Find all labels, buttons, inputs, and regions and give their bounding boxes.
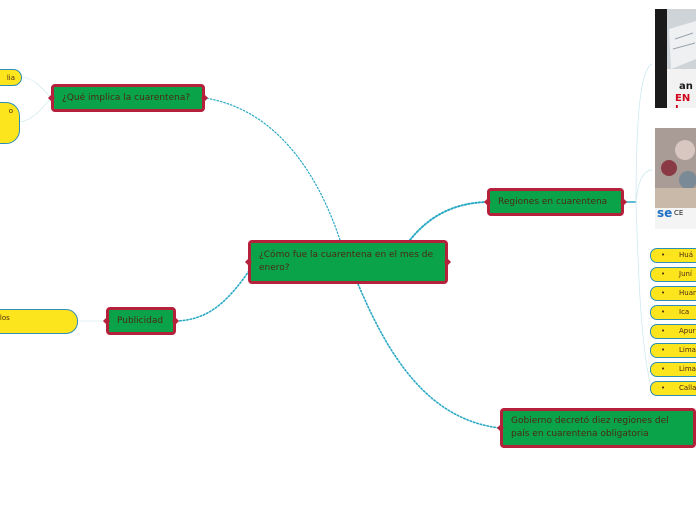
leaf-implica-1[interactable]: lia [0,69,22,86]
region-item[interactable]: • Lima [650,343,696,358]
link-hub-image1 [635,63,653,203]
bullet-icon: • [661,308,666,316]
leaf-implica-2-text: o [8,107,13,115]
topic-gobierno[interactable]: Gobierno decretó diez regiones del país … [496,408,696,448]
news-image-1-line2: EN I [675,93,691,108]
region-name: Ica [679,308,690,316]
region-item[interactable]: • Huá [650,248,696,263]
topic-gobierno-text: Gobierno decretó diez regiones del país … [511,416,669,439]
leaf-implica-1-text: lia [6,74,15,82]
topic-publicidad[interactable]: Publicidad [102,307,180,335]
news-image-2[interactable]: se CE [655,128,696,229]
bullet-icon: • [661,384,666,392]
region-item[interactable]: • Ica [650,305,696,320]
topic-implica[interactable]: ¿Qué implica la cuarentena? [47,84,209,112]
link-central-implica [204,97,341,241]
link-implica-leaf2 [19,97,52,123]
region-name: Huan [679,289,696,297]
region-item[interactable]: • Calla [650,381,696,396]
news-image-2-graphic [655,128,696,229]
region-item[interactable]: • Lima [650,362,696,377]
region-item[interactable]: • Apur [650,324,696,339]
topic-publicidad-text: Publicidad [117,315,164,326]
link-central-regiones [409,201,488,241]
topic-regiones[interactable]: Regiones en cuarentena [483,188,628,216]
bullet-icon: • [661,346,666,354]
region-name: Lima [679,365,696,373]
bullet-icon: • [661,289,666,297]
bullet-icon: • [661,251,666,259]
news-image-1-line1: an [679,81,693,92]
topic-implica-text: ¿Qué implica la cuarentena? [62,92,191,103]
news-image-2-tag: CE [674,209,684,217]
region-name: Huá [679,251,693,259]
link-implica-leaf1 [21,76,52,99]
leaf-implica-2[interactable]: o [0,102,20,144]
leaf-publicidad-1-text: tos los [0,314,10,322]
topic-regiones-text: Regiones en cuarentena [498,196,608,207]
news-image-2-logo: se [657,206,673,220]
region-name: Apur [679,327,696,335]
region-name: Juní [679,270,692,278]
central-topic-text: ¿Cómo fue la cuarentena en el mes de ene… [259,250,434,273]
region-item[interactable]: • Juní [650,267,696,282]
news-image-1-graphic [655,9,696,108]
link-hub-image2 [635,169,653,203]
region-name: Lima [679,346,696,354]
bullet-icon: • [661,270,666,278]
news-image-1[interactable]: an EN I [655,9,696,108]
bullet-icon: • [661,365,666,373]
central-topic[interactable]: ¿Cómo fue la cuarentena en el mes de ene… [244,240,452,284]
link-hub-regions [635,201,651,383]
bullet-icon: • [661,327,666,335]
link-central-gobierno [357,283,501,429]
region-name: Calla [679,384,696,392]
leaf-publicidad-1[interactable]: tos los [0,309,78,334]
region-item[interactable]: • Huan [650,286,696,301]
link-central-publicidad [175,261,256,322]
